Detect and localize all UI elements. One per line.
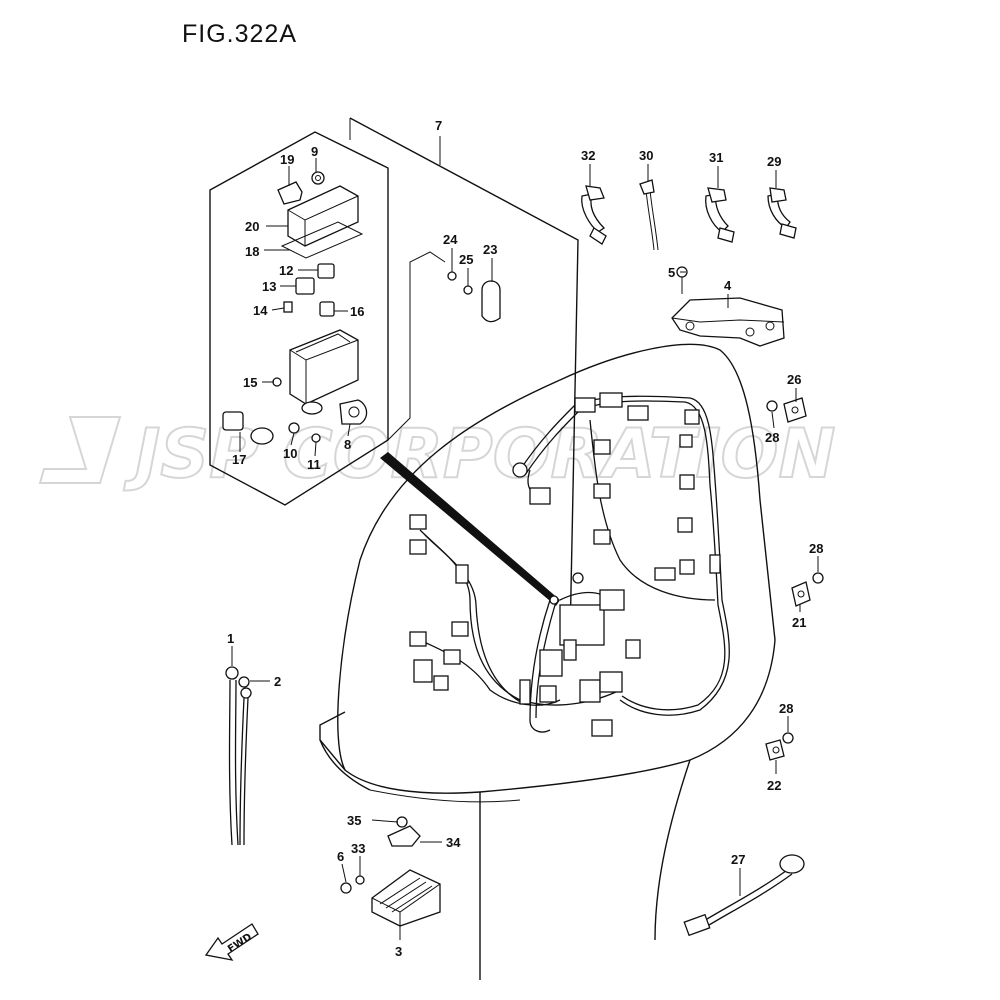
callout-35: 35 bbox=[347, 813, 361, 828]
parts-23-25 bbox=[447, 271, 501, 323]
callout-8: 8 bbox=[344, 437, 351, 452]
parts-3-6-33-34-35 bbox=[340, 816, 441, 927]
wire-harness bbox=[409, 392, 730, 737]
callout-29: 29 bbox=[767, 154, 781, 169]
clamps-29-32 bbox=[581, 179, 797, 251]
callout-17: 17 bbox=[232, 452, 246, 467]
bracket-22 bbox=[765, 732, 794, 761]
callout-32: 32 bbox=[581, 148, 595, 163]
callout-23: 23 bbox=[483, 242, 497, 257]
callout-15: 15 bbox=[243, 375, 257, 390]
callout-7: 7 bbox=[435, 118, 442, 133]
detail-inset-box bbox=[209, 117, 579, 641]
callout-14: 14 bbox=[253, 303, 268, 318]
fwd-arrow: FWD bbox=[204, 923, 259, 961]
callout-28-middle: 28 bbox=[809, 541, 823, 556]
callout-10: 10 bbox=[283, 446, 297, 461]
callout-3: 3 bbox=[395, 944, 402, 959]
callout-11: 11 bbox=[307, 457, 321, 472]
callout-25: 25 bbox=[459, 252, 473, 267]
callout-labels: 7 19 9 20 18 12 13 14 16 15 17 10 11 8 2… bbox=[227, 118, 823, 959]
callout-18: 18 bbox=[245, 244, 259, 259]
inset-parts bbox=[222, 171, 368, 445]
callout-16: 16 bbox=[350, 304, 364, 319]
callout-19: 19 bbox=[280, 152, 294, 167]
callout-34: 34 bbox=[446, 835, 461, 850]
callout-26: 26 bbox=[787, 372, 801, 387]
callout-27: 27 bbox=[731, 852, 745, 867]
callout-24: 24 bbox=[443, 232, 458, 247]
leader-lines bbox=[231, 136, 819, 940]
callout-2: 2 bbox=[274, 674, 281, 689]
callout-4: 4 bbox=[724, 278, 732, 293]
callout-13: 13 bbox=[262, 279, 276, 294]
callout-28-lower: 28 bbox=[779, 701, 793, 716]
callout-30: 30 bbox=[639, 148, 653, 163]
callout-6: 6 bbox=[337, 849, 344, 864]
callout-9: 9 bbox=[311, 144, 318, 159]
callout-5: 5 bbox=[668, 265, 675, 280]
callout-1: 1 bbox=[227, 631, 234, 646]
bracket-21 bbox=[791, 572, 824, 607]
cable-27 bbox=[683, 854, 805, 937]
callout-31: 31 bbox=[709, 150, 723, 165]
callout-28-upper: 28 bbox=[765, 430, 779, 445]
callout-33: 33 bbox=[351, 841, 365, 856]
figure-title: FIG.322A bbox=[182, 20, 297, 48]
callout-12: 12 bbox=[279, 263, 293, 278]
callout-20: 20 bbox=[245, 219, 259, 234]
cables-1-2 bbox=[225, 666, 252, 846]
callout-21: 21 bbox=[792, 615, 806, 630]
callout-22: 22 bbox=[767, 778, 781, 793]
bracket-4 bbox=[671, 266, 785, 347]
